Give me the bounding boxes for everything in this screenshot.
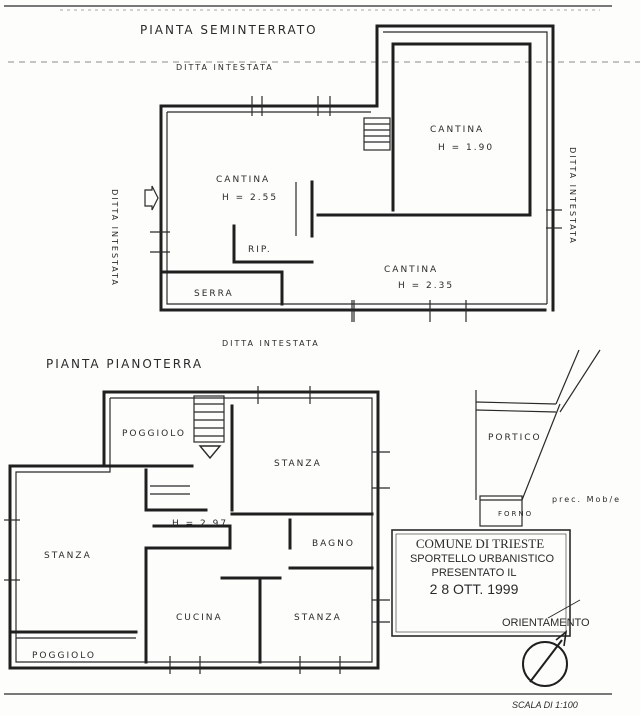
municipal-stamp: COMUNE DI TRIESTE SPORTELLO URBANISTICO … [391,529,571,637]
cantina-1-label: CANTINA [430,125,484,135]
cantina1-wall [316,42,532,217]
poggiolo-bottom-label: POGGIOLO [32,651,96,661]
stamp-date: 2 8 OTT. 1999 [430,581,519,597]
stamp-line-2: SPORTELLO URBANISTICO [410,553,554,565]
ground-window-ticks [4,386,390,674]
ditta-right-label: DITTA INTESTATA [568,147,577,245]
stamp-line-1: COMUNE DI TRIESTE [416,536,544,551]
ditta-top-label: DITTA INTESTATA [176,63,274,72]
hall-wall [144,468,208,512]
cantina-1-height: H = 1.90 [438,143,494,153]
ground-inner-wall-line [15,397,373,663]
stanza-3-label: STANZA [294,613,342,623]
basement-outer-wall-top-right [159,24,555,312]
basement-title: PIANTA SEMINTERRATO [140,23,318,37]
bagno-label: BAGNO [312,539,355,549]
cucina-label: CUCINA [176,613,223,623]
ground-height: H = 2.97 [172,519,228,529]
note-label: prec. Mob/e [552,495,621,504]
basement-stairs [363,117,391,151]
forno-label: FORNO [498,510,533,518]
serra-label: SERRA [194,289,234,299]
portico-area [475,349,601,527]
serra-partition [159,270,284,306]
ditta-left-label: DITTA INTESTATA [110,189,119,287]
stamp-line-3: PRESENTATO IL [432,567,517,579]
entry-arrow-icon [144,185,159,211]
cantina-3-label: CANTINA [384,265,438,275]
basement-window-ticks [150,96,562,322]
rip-label: RIP. [248,245,272,255]
stanza-2-label: STANZA [44,551,92,561]
basement-wall-inner-left [166,112,547,305]
ground-floor-plan: PIANTA PIANOTERRA [4,349,621,674]
ditta-bottom-label: DITTA INTESTATA [222,339,320,348]
cantina-3-height: H = 2.35 [398,281,454,291]
basement-plan: PIANTA SEMINTERRATO DITTA INTESTATA DITT… [8,23,640,348]
entrance-arrow-icon [198,445,222,460]
basement-outer-wall-left-bottom [159,104,547,312]
ground-stairs [193,395,225,460]
north-arrow-icon [522,599,581,687]
portico-label: PORTICO [488,433,542,443]
cantina-2-label: CANTINA [216,175,270,185]
scale-label: SCALA DI 1:100 [512,700,578,710]
orientamento-label: ORIENTAMENTO [502,617,590,629]
basement-wall-inner-right [383,31,548,304]
forno-box [479,495,523,527]
ground-title: PIANTA PIANOTERRA [46,357,203,371]
stanza-1-label: STANZA [274,459,322,469]
rip-partition [232,224,314,264]
poggiolo-top-label: POGGIOLO [122,429,186,439]
cantina-2-height: H = 2.55 [222,193,278,203]
hall-lower-wall [144,524,232,664]
